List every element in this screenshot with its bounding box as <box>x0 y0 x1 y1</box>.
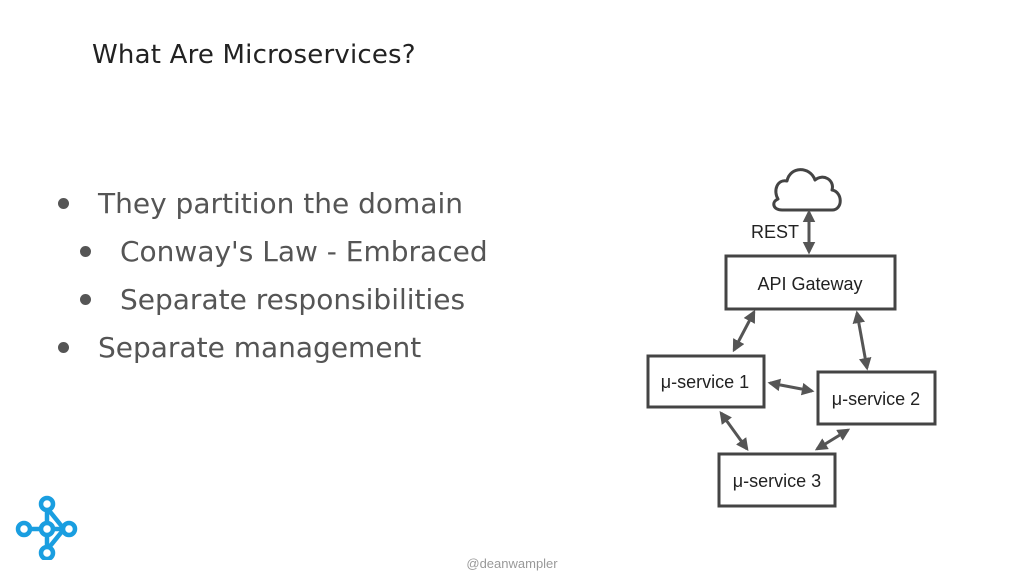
api-gateway-box: API Gateway <box>724 254 897 311</box>
bullet-item: Separate management <box>56 326 488 374</box>
bullet-dot-icon <box>58 198 69 209</box>
service-3-label: μ-service 3 <box>733 471 821 491</box>
bullet-text: Separate responsibilities <box>120 283 466 316</box>
sub-bullet-item: Separate responsibilities <box>56 278 488 326</box>
service-1-box: μ-service 1 <box>646 354 766 409</box>
service1-service3-connector <box>719 410 749 452</box>
service1-service2-connector <box>767 378 815 396</box>
bullet-text: Conway's Law - Embraced <box>120 235 488 268</box>
sub-bullet-item: Conway's Law - Embraced <box>56 230 488 278</box>
bullet-list: They partition the domain Conway's Law -… <box>56 182 488 374</box>
bullet-text: Separate management <box>98 331 422 364</box>
service-2-box: μ-service 2 <box>816 370 937 426</box>
bullet-text: They partition the domain <box>98 187 463 220</box>
bullet-dot-icon <box>80 246 91 257</box>
cloud-icon <box>772 168 842 212</box>
service-1-label: μ-service 1 <box>661 372 749 392</box>
gateway-service2-connector <box>852 310 872 371</box>
service2-service3-connector <box>814 428 851 451</box>
gateway-service1-connector <box>732 309 756 353</box>
bullet-dot-icon <box>80 294 91 305</box>
service-2-label: μ-service 2 <box>832 389 920 409</box>
bullet-item: They partition the domain <box>56 182 488 230</box>
api-gateway-label: API Gateway <box>757 274 862 294</box>
network-node-icon <box>15 495 78 560</box>
footer-handle: @deanwampler <box>466 556 558 571</box>
rest-label: REST <box>751 222 799 242</box>
slide-title: What Are Microservices? <box>92 40 416 70</box>
bullet-dot-icon <box>58 342 69 353</box>
service-3-box: μ-service 3 <box>717 452 837 508</box>
